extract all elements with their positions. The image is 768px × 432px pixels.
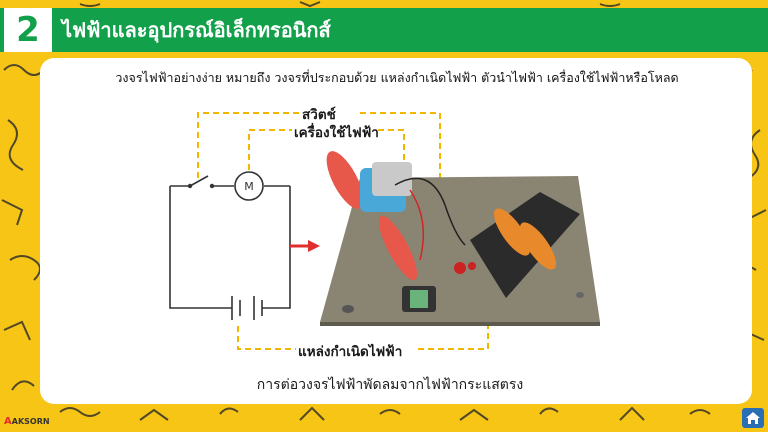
home-button[interactable]	[742, 408, 764, 428]
label-appliance: เครื่องใช้ไฟฟ้า	[294, 125, 379, 141]
home-icon	[746, 412, 760, 424]
arrow-right-icon	[290, 240, 320, 252]
page-title: ไฟฟ้าและอุปกรณ์อิเล็กทรอนิกส์	[62, 18, 331, 42]
schematic	[169, 171, 291, 320]
diagram-caption: การต่อวงจรไฟฟ้าพัดลมจากไฟฟ้ากระแสตรง	[256, 377, 524, 393]
brand-logo: AAKSORN	[4, 416, 50, 427]
motor-symbol: M	[244, 180, 254, 193]
header-bar: 2 ไฟฟ้าและอุปกรณ์อิเล็กทรอนิกส์	[0, 8, 768, 52]
label-switch: สวิตช์	[302, 107, 336, 123]
label-source: แหล่งกำเนิดไฟฟ้า	[298, 344, 403, 360]
intro-text: วงจรไฟฟ้าอย่างง่าย หมายถึง วงจรที่ประกอบ…	[115, 70, 679, 85]
chapter-number: 2	[4, 8, 52, 52]
circuit-photo	[320, 151, 600, 326]
